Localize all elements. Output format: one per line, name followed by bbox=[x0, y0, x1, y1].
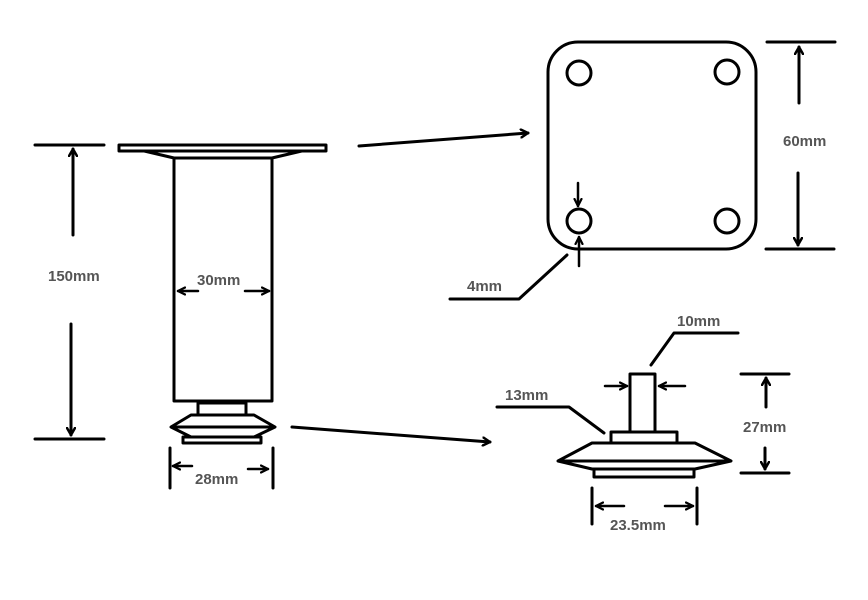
plate-hole-top-right bbox=[713, 58, 741, 86]
hole-leader-line bbox=[448, 253, 569, 301]
foot-base bbox=[592, 467, 696, 479]
mounting-plate-view bbox=[546, 40, 758, 251]
leg-foot-neck bbox=[196, 401, 248, 417]
foot-width-label: 28mm bbox=[195, 471, 238, 488]
stem-leader-line bbox=[649, 331, 740, 367]
pointer-arrow-to-plate bbox=[357, 133, 530, 148]
collar-dimension: 13mm bbox=[495, 387, 606, 435]
base-width-label: 23.5mm bbox=[610, 517, 666, 534]
plate-size-label: 60mm bbox=[783, 133, 826, 150]
foot-height-label: 27mm bbox=[743, 419, 786, 436]
stem-width-label: 10mm bbox=[677, 313, 720, 330]
adjuster-foot-view bbox=[556, 372, 733, 479]
leg-side-view bbox=[117, 143, 328, 445]
tube-width-label: 30mm bbox=[197, 272, 240, 289]
plate-hole-top-left bbox=[565, 59, 593, 87]
stem-width-dimension: 10mm bbox=[603, 313, 740, 386]
foot-height-dimension: 27mm bbox=[739, 372, 791, 475]
collar-leader-line bbox=[495, 405, 606, 435]
pointer-arrow-to-foot bbox=[290, 425, 492, 442]
plate-hole-bottom-right bbox=[713, 207, 741, 235]
mounting-plate bbox=[546, 40, 758, 251]
foot-stem bbox=[628, 372, 657, 434]
tube-width-dimension: 30mm bbox=[176, 272, 271, 291]
foot-collar bbox=[609, 430, 679, 445]
leg-top-plate bbox=[117, 143, 328, 153]
leg-foot-base bbox=[181, 435, 263, 445]
base-width-dimension: 23.5mm bbox=[590, 486, 699, 534]
collar-label: 13mm bbox=[505, 387, 548, 404]
foot-disc bbox=[556, 441, 733, 471]
hole-diameter-dimension: 4mm bbox=[448, 181, 579, 301]
plate-size-dimension: 60mm bbox=[764, 40, 837, 251]
height-label: 150mm bbox=[48, 268, 100, 285]
leg-tube bbox=[172, 153, 274, 403]
foot-width-dimension: 28mm bbox=[168, 446, 275, 490]
height-dimension: 150mm bbox=[33, 143, 106, 441]
hole-diameter-label: 4mm bbox=[467, 278, 502, 295]
plate-hole-bottom-left bbox=[565, 207, 593, 235]
